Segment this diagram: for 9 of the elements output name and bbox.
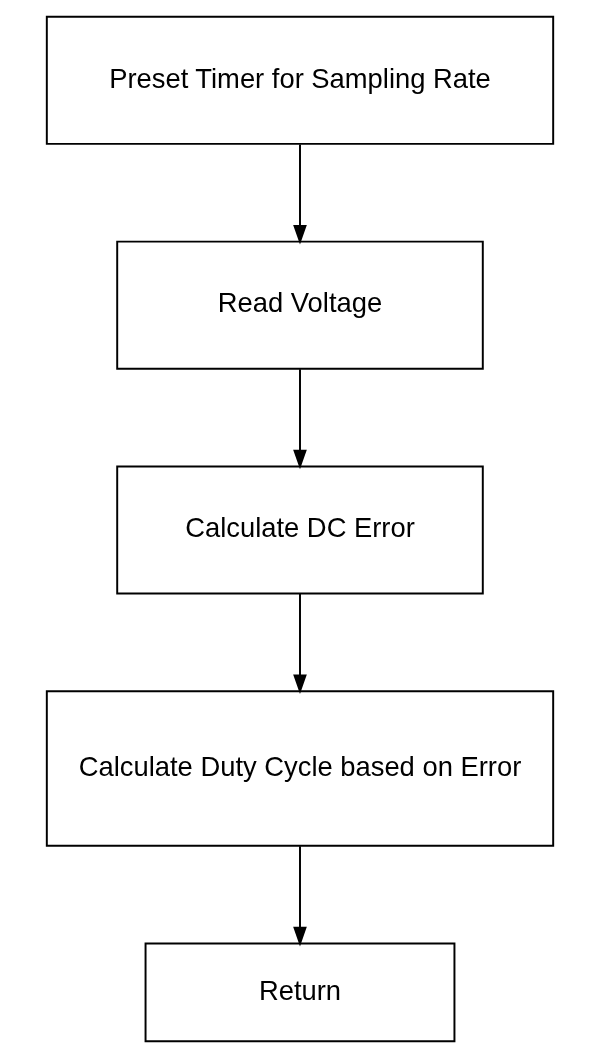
node-box: Calculate Duty Cycle based on Error xyxy=(45,690,554,847)
node-box: Preset Timer for Sampling Rate xyxy=(45,15,554,145)
arrow xyxy=(292,143,307,245)
node-box: Calculate DC Error xyxy=(115,465,484,595)
node-box: Return xyxy=(144,942,455,1043)
arrow xyxy=(292,592,307,695)
arrow xyxy=(292,845,307,947)
arrow xyxy=(292,368,307,470)
node-box: Read Voltage xyxy=(115,240,484,370)
